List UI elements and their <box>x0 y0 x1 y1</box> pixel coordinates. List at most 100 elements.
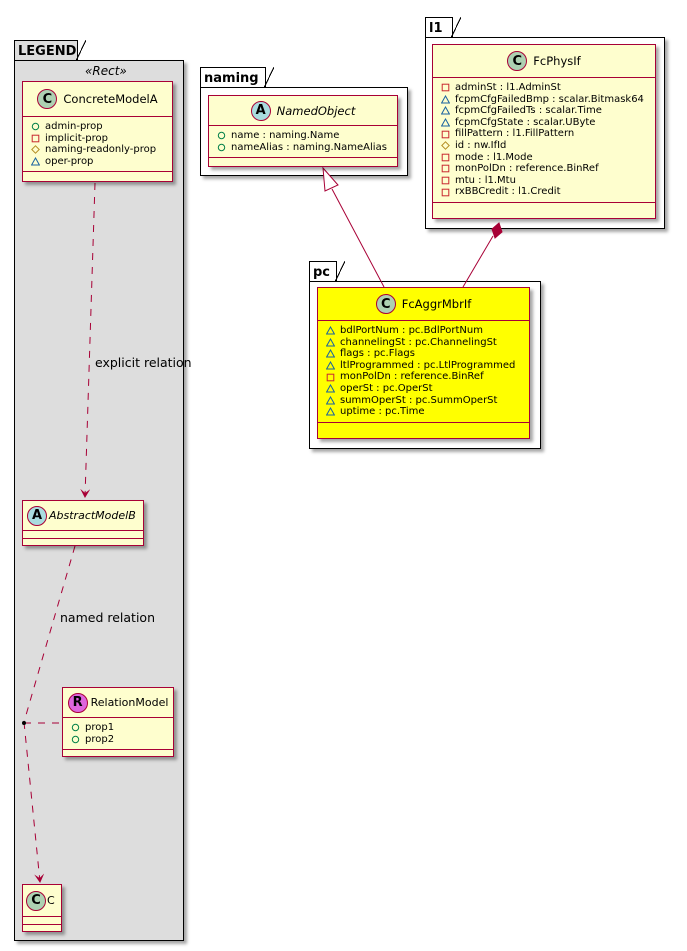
class-spot-icon: C <box>37 89 58 109</box>
package-legend-stereotype: «Rect» <box>85 64 127 78</box>
attribute-row: monPolDn : reference.BinRef <box>326 371 523 383</box>
class-name: ConcreteModelA <box>63 92 158 106</box>
attribute-row: summOperSt : pc.SummOperSt <box>326 395 523 407</box>
package-visibility-icon <box>326 326 335 335</box>
package-visibility-icon <box>326 384 335 393</box>
private-visibility-icon <box>441 176 450 185</box>
package-visibility-icon <box>441 118 450 127</box>
private-visibility-icon <box>441 130 450 139</box>
attribute-row: mtu : l1.Mtu <box>441 175 649 187</box>
attribute-row: bdlPortNum : pc.BdlPortNum <box>326 325 523 337</box>
package-naming-name: naming <box>204 71 259 86</box>
package-visibility-icon <box>326 349 335 358</box>
package-visibility-icon <box>326 361 335 370</box>
attribute-text: ltlProgrammed : pc.LtlProgrammed <box>340 359 516 371</box>
class-abstract-model-b[interactable]: A AbstractModelB <box>22 500 144 546</box>
edge-named-relation-upper <box>23 545 76 723</box>
relation-spot-icon: R <box>67 692 88 713</box>
public-visibility-icon <box>217 131 226 140</box>
method-list <box>209 158 397 166</box>
named-relation-label: named relation <box>60 610 155 625</box>
package-pc-tab: pc <box>309 261 345 282</box>
attribute-text: admin-prop <box>45 121 103 132</box>
attribute-text: name : naming.Name <box>231 130 340 141</box>
attribute-row: fcpmCfgState : scalar.UByte <box>441 117 649 129</box>
method-list <box>318 423 529 431</box>
protected-visibility-icon <box>441 141 450 151</box>
attribute-row: implicit-prop <box>31 133 166 145</box>
attribute-text: mtu : l1.Mtu <box>455 174 516 186</box>
attribute-row: naming-readonly-prop <box>31 144 166 156</box>
class-name: AbstractModelB <box>49 509 136 522</box>
protected-visibility-icon <box>31 145 40 155</box>
public-visibility-icon <box>71 735 80 744</box>
method-list <box>433 203 655 211</box>
class-fc-aggr-mbr-if[interactable]: C FcAggrMbrIf bdlPortNum : pc.BdlPortNum… <box>317 287 530 439</box>
generalization-arrowhead <box>322 166 339 192</box>
private-visibility-icon <box>441 164 450 173</box>
private-visibility-icon <box>441 83 450 92</box>
package-visibility-icon <box>326 395 335 405</box>
attribute-text: monPolDn : reference.BinRef <box>455 163 599 175</box>
attribute-row: ltlProgrammed : pc.LtlProgrammed <box>326 360 523 372</box>
attribute-text: implicit-prop <box>45 132 108 144</box>
attribute-row: rxBBCredit : l1.Credit <box>441 186 649 198</box>
attribute-text: channelingSt : pc.ChannelingSt <box>340 336 497 348</box>
attribute-row: prop1 <box>71 722 167 734</box>
edge-composition <box>462 235 494 288</box>
package-legend-tab: LEGEND <box>14 40 86 61</box>
package-visibility-icon <box>441 94 450 104</box>
attribute-row: monPolDn : reference.BinRef <box>441 163 649 175</box>
attribute-text: fillPattern : l1.FillPattern <box>455 128 575 140</box>
class-spot-icon: C <box>507 51 528 71</box>
class-header: A AbstractModelB <box>23 501 143 531</box>
attribute-text: adminSt : l1.AdminSt <box>455 82 561 93</box>
attribute-row: fcpmCfgFailedBmp : scalar.Bitmask64 <box>441 94 649 106</box>
package-visibility-icon <box>441 106 450 115</box>
class-header: C C <box>23 885 61 917</box>
abstract-spot-icon: A <box>27 505 47 526</box>
attribute-row: adminSt : l1.AdminSt <box>441 82 649 94</box>
attribute-text: operSt : pc.OperSt <box>340 382 433 394</box>
edge-inheritance <box>331 188 385 288</box>
method-list <box>23 925 61 933</box>
attribute-row: fcpmCfgFailedTs : scalar.Time <box>441 105 649 117</box>
private-visibility-icon <box>441 188 450 197</box>
attribute-row: admin-prop <box>31 121 166 133</box>
method-list <box>63 750 173 758</box>
attribute-text: prop1 <box>85 722 115 733</box>
attribute-text: naming-readonly-prop <box>45 144 157 156</box>
attribute-row: oper-prop <box>31 156 166 168</box>
class-header: C ConcreteModelA <box>23 82 172 117</box>
attribute-list <box>23 917 61 925</box>
attribute-row: mode : l1.Mode <box>441 152 649 164</box>
edge-explicit-relation <box>80 182 96 498</box>
class-header: A NamedObject <box>209 96 397 126</box>
class-c[interactable]: C C <box>22 884 62 932</box>
attribute-row: flags : pc.Flags <box>326 348 523 360</box>
attribute-text: uptime : pc.Time <box>340 406 425 418</box>
attribute-row: name : naming.Name <box>217 130 391 142</box>
class-name: FcPhysIf <box>533 54 581 68</box>
method-list <box>23 172 172 180</box>
attribute-text: fcpmCfgFailedTs : scalar.Time <box>455 105 602 117</box>
attribute-text: mode : l1.Mode <box>455 151 533 163</box>
private-visibility-icon <box>31 134 40 143</box>
attribute-text: nameAlias : naming.NameAlias <box>231 141 387 153</box>
attribute-row: channelingSt : pc.ChannelingSt <box>326 337 523 349</box>
package-pc-name: pc <box>313 265 331 280</box>
attribute-text: fcpmCfgFailedBmp : scalar.Bitmask64 <box>455 93 644 105</box>
package-visibility-icon <box>31 157 40 166</box>
edge-named-relation-lower <box>23 721 45 883</box>
class-name: RelationModel <box>90 696 169 709</box>
attribute-text: oper-prop <box>45 155 94 167</box>
attribute-row: operSt : pc.OperSt <box>326 383 523 395</box>
